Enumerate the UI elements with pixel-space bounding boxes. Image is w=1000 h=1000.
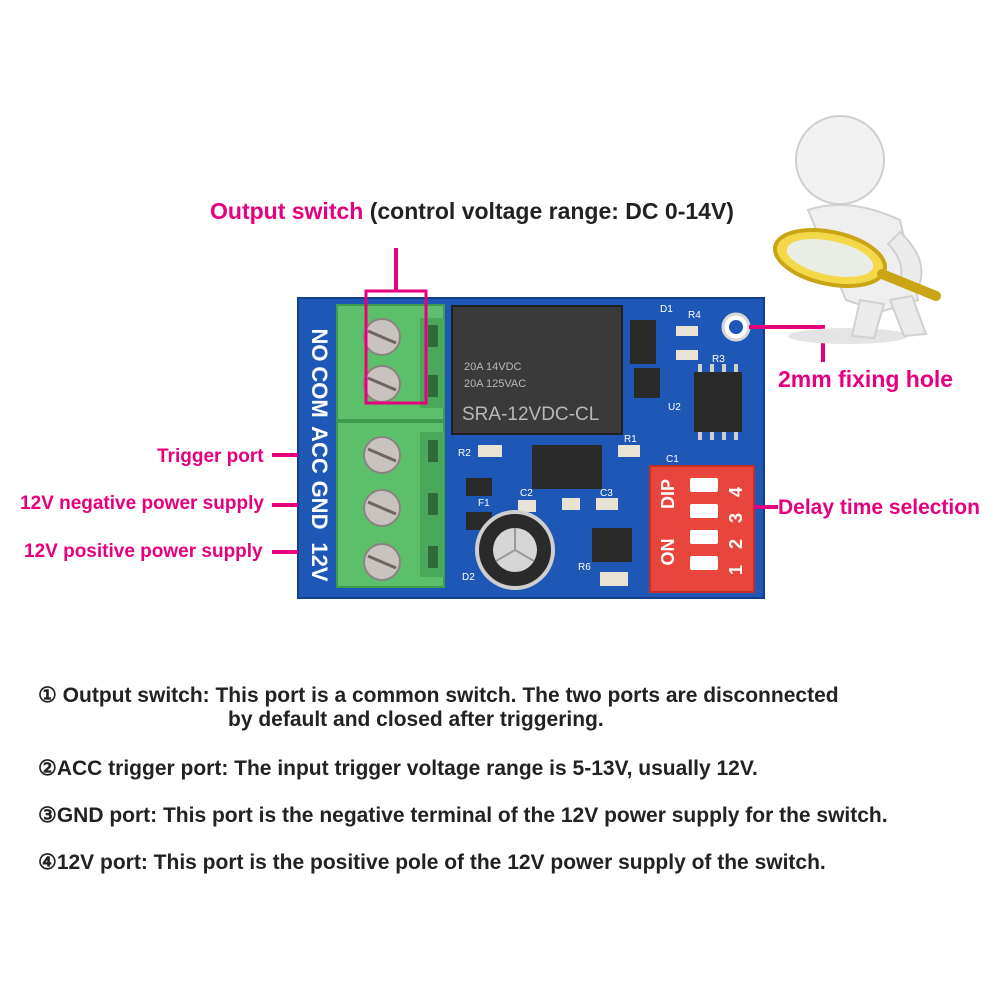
label-r6: R6 xyxy=(578,562,591,573)
terminal-block-bottom xyxy=(336,421,445,588)
dip-label-on: ON xyxy=(658,539,678,566)
dip-switch: ON DIP 1 2 3 4 xyxy=(649,465,755,593)
label-r4: R4 xyxy=(688,310,701,321)
pin-label-gnd: GND xyxy=(307,481,332,530)
relay: 20A 14VDC 20A 125VAC SRA-12VDC-CL xyxy=(451,305,623,435)
pin-label-12v: 12V xyxy=(307,542,332,581)
note-acc-port: ②ACC trigger port: The input trigger vol… xyxy=(38,757,758,780)
label-c3: C3 xyxy=(600,488,613,499)
note-12v-port: ④12V port: This port is the positive pol… xyxy=(38,851,826,874)
dip-label-dip: DIP xyxy=(658,479,678,509)
label-d2: D2 xyxy=(462,572,475,583)
ic-chip xyxy=(694,372,742,432)
mascot-figure-icon xyxy=(772,115,941,344)
relay-rating-ac: 20A 125VAC xyxy=(464,378,526,390)
dip-number-3: 3 xyxy=(726,513,746,523)
label-r3: R3 xyxy=(712,354,725,365)
pin-labels: NO COM ACC GND 12V xyxy=(307,329,332,582)
pin-label-acc: ACC xyxy=(307,426,332,474)
label-u2: U2 xyxy=(668,402,681,413)
output-switch-title: Output switch (control voltage range: DC… xyxy=(210,198,734,225)
dip-number-1: 1 xyxy=(726,565,746,575)
trigger-port-label: Trigger port xyxy=(157,446,264,467)
component-labels: D1 R4 R3 U2 R1 R2 C1 F1 C2 C3 D2 R6 xyxy=(458,304,725,583)
relay-model: SRA-12VDC-CL xyxy=(462,404,599,425)
pin-label-no: NO xyxy=(307,329,332,362)
dip-number-2: 2 xyxy=(726,539,746,549)
label-c2: C2 xyxy=(520,488,533,499)
label-f1: F1 xyxy=(478,498,490,509)
label-c1: C1 xyxy=(666,454,679,465)
dip-number-4: 4 xyxy=(726,487,746,497)
label-r2: R2 xyxy=(458,448,471,459)
label-d1: D1 xyxy=(660,304,673,315)
smd-components xyxy=(466,320,742,586)
neg-supply-label: 12V negative power supply xyxy=(20,493,264,514)
capacitor xyxy=(475,510,555,590)
relay-rating-dc: 20A 14VDC xyxy=(464,361,522,373)
output-switch-range: (control voltage range: DC 0-14V) xyxy=(369,198,734,224)
pos-supply-label: 12V positive power supply xyxy=(24,541,263,562)
fixing-hole-leader xyxy=(749,325,825,362)
note-gnd-port: ③GND port: This port is the negative ter… xyxy=(38,804,888,827)
output-switch-label: Output switch xyxy=(210,198,364,224)
label-r1: R1 xyxy=(624,434,637,445)
pin-label-com: COM xyxy=(307,366,332,417)
note-output-switch: ① Output switch: This port is a common s… xyxy=(38,684,839,707)
fixing-hole-label: 2mm fixing hole xyxy=(778,366,954,392)
note-output-switch-continued: by default and closed after triggering. xyxy=(228,708,604,731)
delay-time-label: Delay time selection xyxy=(778,496,980,519)
